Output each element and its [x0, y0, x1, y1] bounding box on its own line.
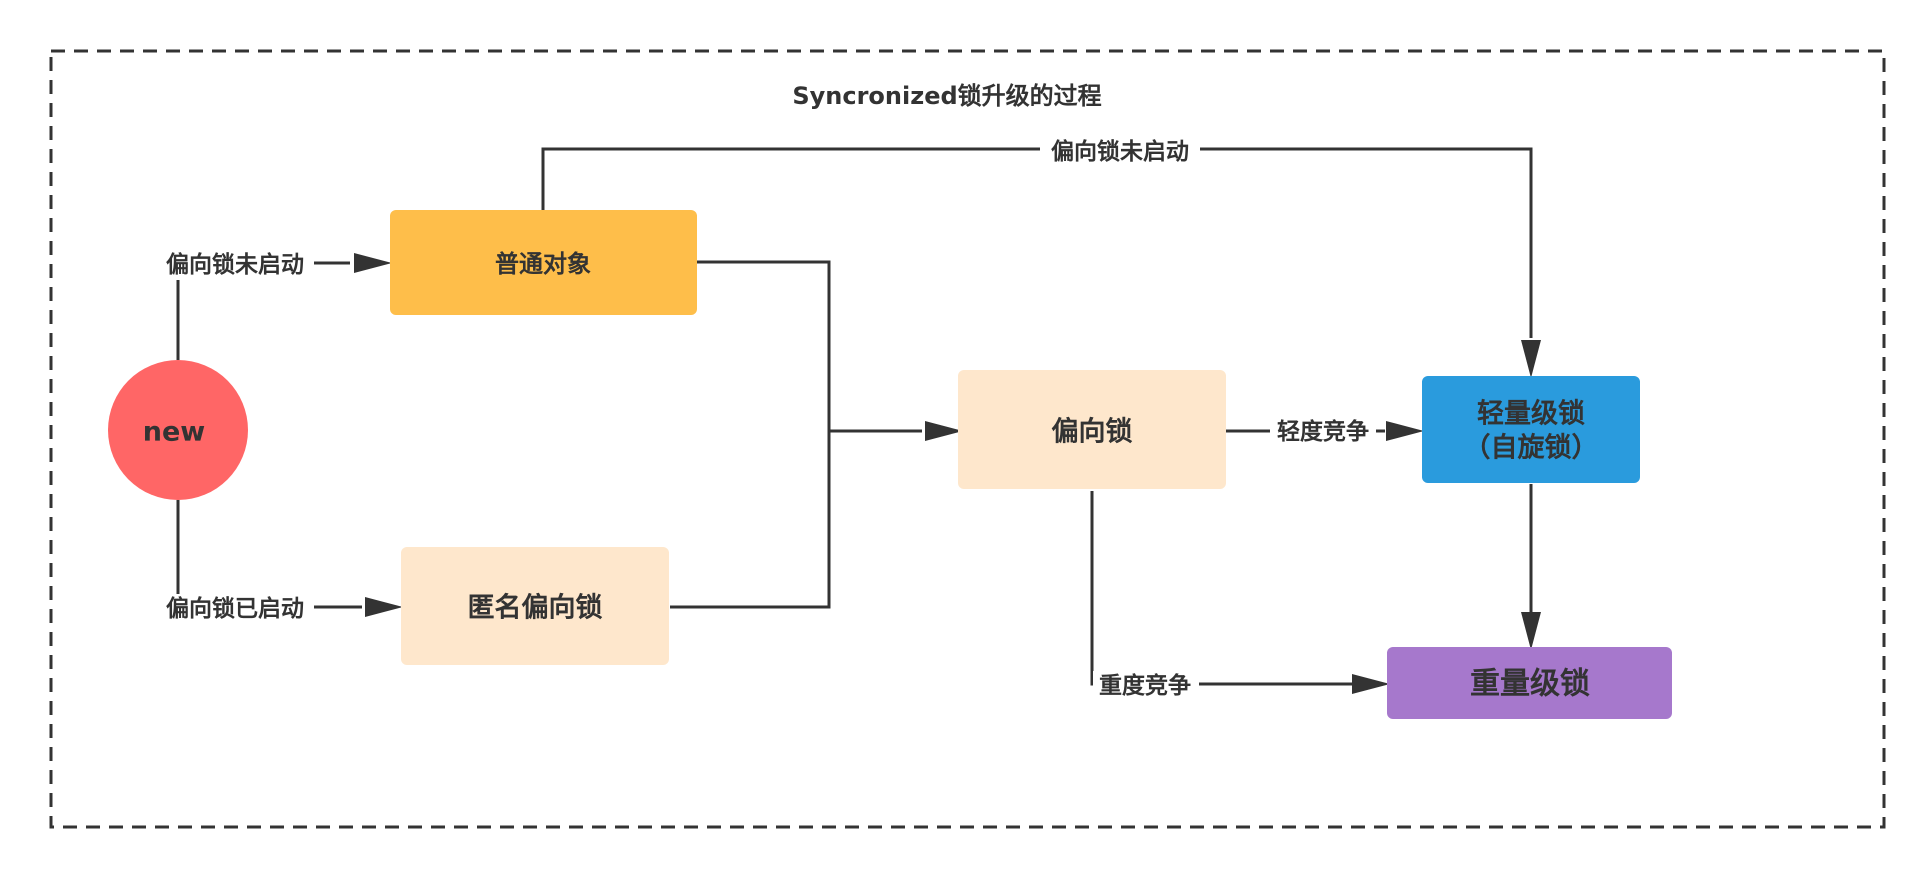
node-anonymous-biased-lock-shape — [401, 547, 669, 665]
edge-label-bg — [1093, 671, 1199, 701]
edge-label-new-to-normal-object: 偏向锁未启动 — [166, 251, 304, 278]
edge-normal-object-to-lightweight-lock-arrowhead — [1521, 340, 1541, 378]
node-heavyweight-lock: 重量级锁 — [1387, 647, 1672, 719]
node-lightweight-lock-label-line1: 轻量级锁 — [1477, 398, 1585, 430]
node-new-shape — [108, 360, 248, 500]
node-lightweight-lock-label-line2: （自旋锁） — [1464, 432, 1599, 464]
diagram-frame — [49, 49, 1886, 829]
node-lightweight-lock: 轻量级锁 （自旋锁） — [1422, 376, 1640, 483]
node-biased-lock-shape — [958, 370, 1226, 489]
edge-label-bg — [1270, 417, 1376, 447]
edge-anonymous-to-biased-lock — [670, 431, 831, 609]
edge-label-bg — [156, 250, 314, 280]
diagram-title: Syncronized锁升级的过程 — [792, 82, 1101, 110]
node-heavyweight-lock-shape — [1387, 647, 1672, 719]
edge-new-to-normal-object-arrowhead — [354, 253, 392, 273]
node-biased-lock: 偏向锁 — [958, 370, 1226, 489]
node-biased-lock-label: 偏向锁 — [1052, 416, 1133, 448]
node-heavyweight-lock-label: 重量级锁 — [1470, 667, 1590, 702]
edge-new-to-anonymous-biased-lock — [176, 500, 362, 609]
edge-normal-object-to-biased-lock — [697, 260, 831, 431]
node-lightweight-lock-shape — [1422, 376, 1640, 483]
edge-normal-object-to-lightweight-lock — [541, 147, 1533, 338]
edge-label-bg — [156, 594, 314, 624]
edge-new-to-anonymous-biased-lock-arrowhead — [365, 597, 403, 617]
node-normal-object-shape — [390, 210, 697, 315]
node-anonymous-biased-lock-label: 匿名偏向锁 — [468, 592, 603, 624]
edge-biased-to-lightweight-lock-arrowhead — [1386, 421, 1424, 441]
node-normal-object: 普通对象 — [390, 210, 697, 315]
node-new: new — [108, 360, 248, 500]
edge-biased-to-heavyweight-lock — [1090, 491, 1352, 686]
node-new-label: new — [143, 417, 205, 448]
node-anonymous-biased-lock: 匿名偏向锁 — [401, 547, 669, 665]
edge-biased-to-heavyweight-lock-arrowhead — [1352, 674, 1390, 694]
node-normal-object-label: 普通对象 — [495, 250, 591, 278]
edge-label-normal-object-to-lightweight-lock: 偏向锁未启动 — [1051, 138, 1189, 165]
edge-label-biased-to-lightweight-lock: 轻度竞争 — [1277, 418, 1369, 445]
edge-merge-to-biased-lock-arrowhead — [925, 421, 963, 441]
edge-lightweight-to-heavyweight-lock-arrowhead — [1521, 612, 1541, 650]
edge-label-new-to-anonymous-biased-lock: 偏向锁已启动 — [166, 595, 304, 622]
edge-label-bg — [1040, 138, 1200, 166]
edge-label-biased-to-heavyweight-lock: 重度竞争 — [1099, 672, 1191, 699]
